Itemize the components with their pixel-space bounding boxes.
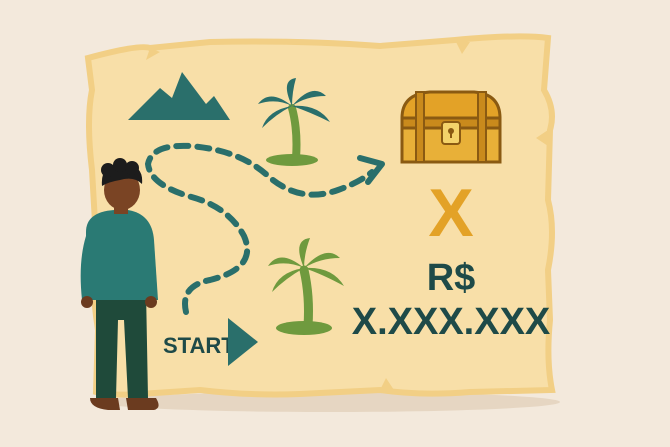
arrow-icon bbox=[357, 155, 385, 185]
ground-shadow bbox=[100, 392, 560, 412]
amount-label: X.XXX.XXX bbox=[352, 301, 551, 343]
dashed-trail bbox=[144, 142, 375, 315]
person-icon bbox=[80, 158, 159, 410]
arrow-icon bbox=[228, 318, 258, 366]
treasure-x-mark: X bbox=[428, 175, 473, 251]
palm-tree-icon bbox=[258, 78, 330, 166]
palm-tree-icon bbox=[268, 238, 344, 335]
mountain-icon bbox=[128, 72, 230, 120]
currency-label: R$ bbox=[427, 257, 476, 299]
start-label: START bbox=[163, 333, 235, 358]
treasure-chest-icon bbox=[400, 90, 502, 164]
